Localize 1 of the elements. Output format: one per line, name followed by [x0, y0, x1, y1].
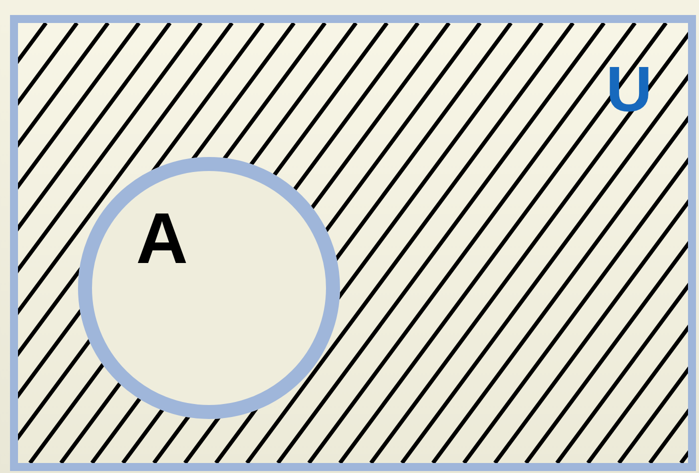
set-label: A [136, 203, 188, 275]
